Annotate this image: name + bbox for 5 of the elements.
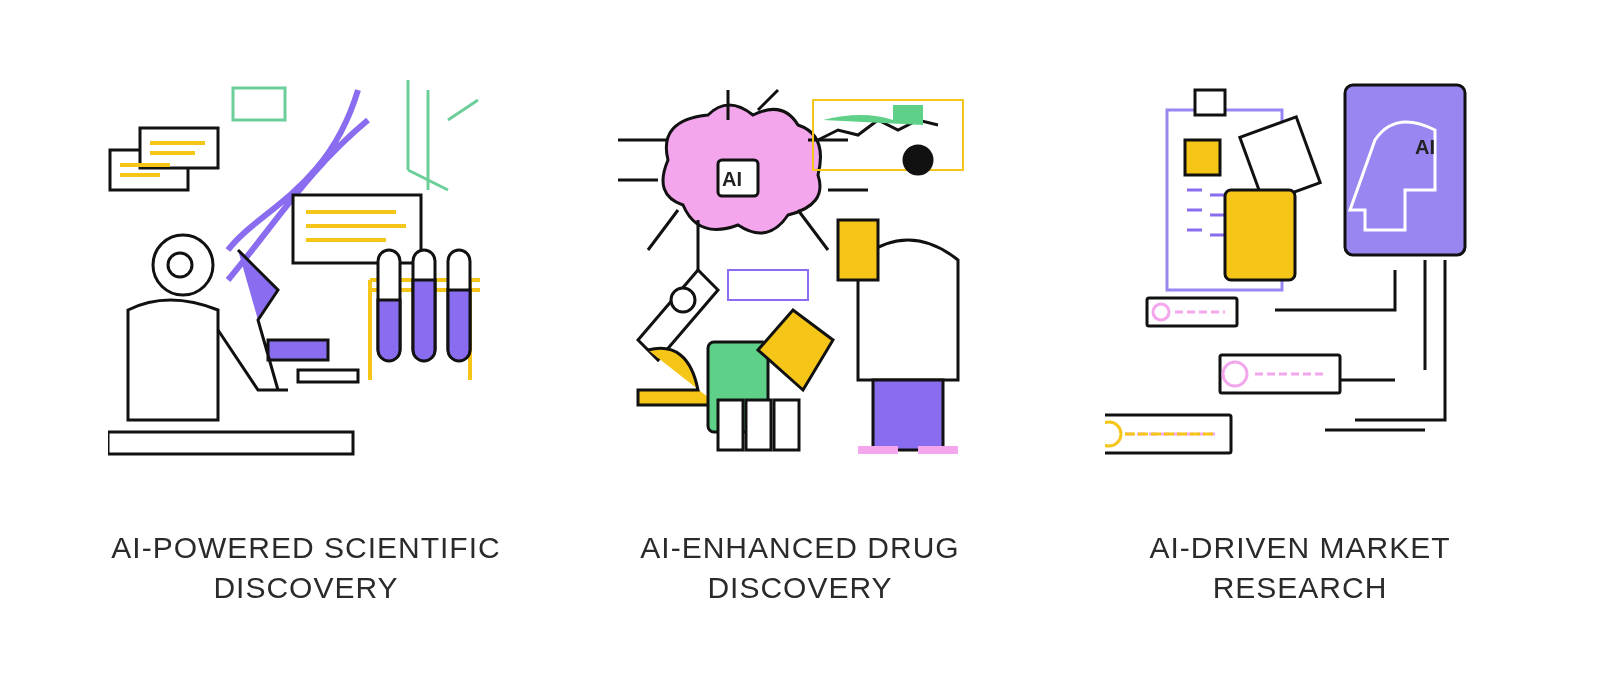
caption: AI-ENHANCED DRUG DISCOVERY — [639, 530, 961, 606]
caption: AI-DRIVEN MARKET RESEARCH — [1148, 530, 1452, 606]
ai-chip-label: AI — [721, 167, 743, 192]
ai-chip-label: AI — [1414, 135, 1436, 160]
caption: AI-POWERED SCIENTIFIC DISCOVERY — [110, 530, 502, 606]
